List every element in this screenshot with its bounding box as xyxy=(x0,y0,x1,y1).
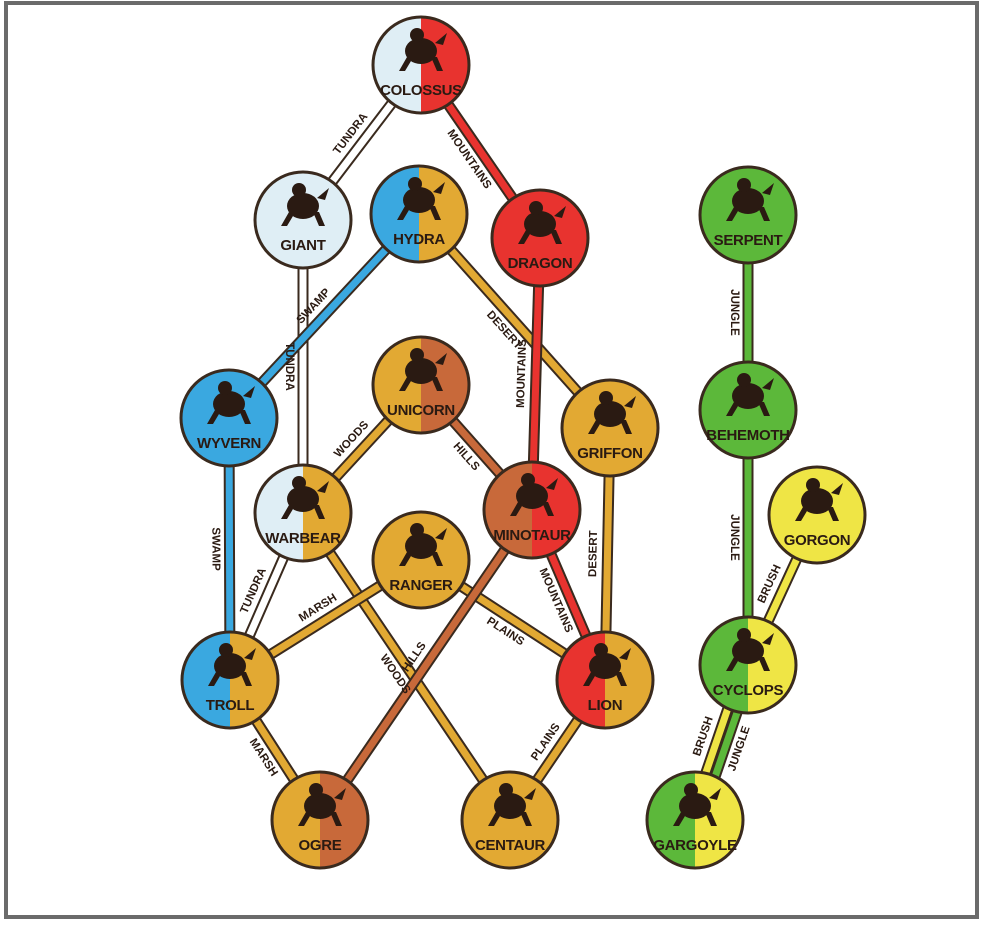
node-behemoth: BEHEMOTH xyxy=(700,362,796,458)
node-label: GRIFFON xyxy=(577,445,642,462)
node-label: GARGOYLE xyxy=(653,837,737,854)
node-gargoyle: GARGOYLE xyxy=(647,772,743,868)
edge-label: JUNGLE xyxy=(728,289,740,336)
node-label: GIANT xyxy=(280,237,325,254)
node-label: OGRE xyxy=(299,837,342,854)
edge-label: SWAMP xyxy=(209,527,221,571)
edge-label: JUNGLE xyxy=(728,514,740,561)
node-label: RANGER xyxy=(389,577,453,594)
node-label: BEHEMOTH xyxy=(706,427,789,444)
node-serpent: SERPENT xyxy=(700,167,796,263)
node-colossus: COLOSSUS xyxy=(373,17,469,113)
node-layer: COLOSSUS GIANT HYDRA DRAGON WYVERN UNICORN GRI… xyxy=(181,17,865,868)
edge-label: MOUNTAINS xyxy=(515,339,529,408)
node-lion: LION xyxy=(557,632,653,728)
node-label: SERPENT xyxy=(714,232,783,249)
node-label: GORGON xyxy=(784,532,851,549)
node-label: LION xyxy=(588,697,623,714)
node-label: MINOTAUR xyxy=(493,527,571,544)
node-cyclops: CYCLOPS xyxy=(700,617,796,713)
node-hydra: HYDRA xyxy=(371,166,467,262)
node-label: HYDRA xyxy=(393,231,445,248)
node-centaur: CENTAUR xyxy=(462,772,558,868)
node-minotaur: MINOTAUR xyxy=(484,462,580,558)
node-dragon: DRAGON xyxy=(492,190,588,286)
node-griffon: GRIFFON xyxy=(562,380,658,476)
node-label: TROLL xyxy=(206,697,255,714)
node-label: DRAGON xyxy=(508,255,573,272)
edge-label: TUNDRA xyxy=(283,342,295,391)
node-wyvern: WYVERN xyxy=(181,370,277,466)
node-ogre: OGRE xyxy=(272,772,368,868)
node-label: WARBEAR xyxy=(265,530,341,547)
node-label: CENTAUR xyxy=(475,837,546,854)
node-warbear: WARBEAR xyxy=(255,465,351,561)
edge-label: DESERT xyxy=(587,530,600,577)
node-ranger: RANGER xyxy=(373,512,469,608)
node-unicorn: UNICORN xyxy=(373,337,469,433)
node-troll: TROLL xyxy=(182,632,278,728)
node-gorgon: GORGON xyxy=(769,467,865,563)
node-label: UNICORN xyxy=(387,402,455,419)
node-label: COLOSSUS xyxy=(380,82,462,99)
node-label: WYVERN xyxy=(197,435,261,452)
node-label: CYCLOPS xyxy=(713,682,784,699)
node-giant: GIANT xyxy=(255,172,351,268)
